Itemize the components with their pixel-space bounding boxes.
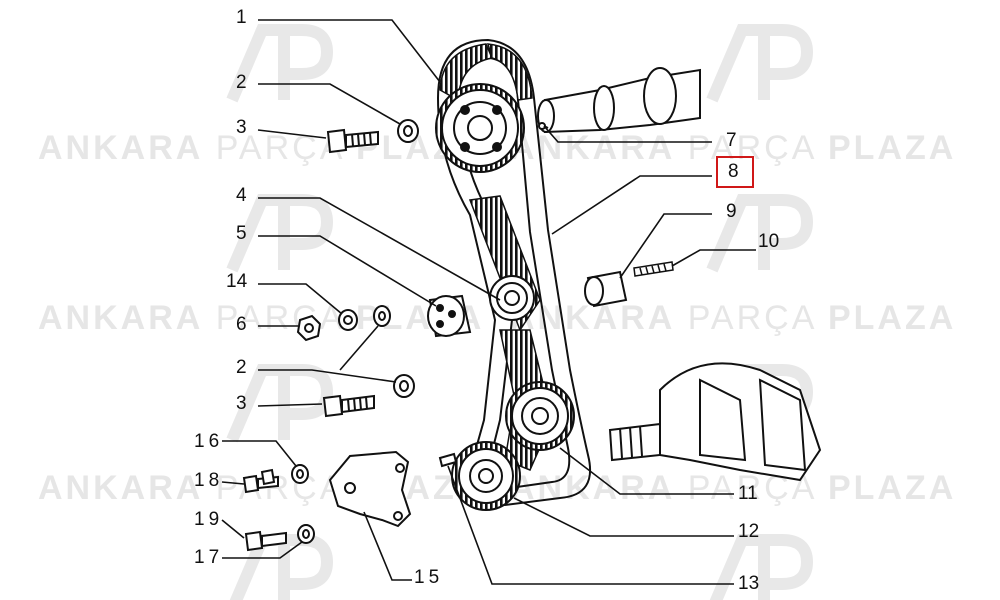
leader-line-4	[258, 197, 501, 301]
callout-13: 13	[738, 573, 760, 594]
callout-4: 4	[236, 185, 247, 206]
highlight-box	[716, 156, 754, 188]
watermark-word-ankara: ANKARA	[38, 469, 204, 507]
crankshaft-gear	[451, 441, 521, 511]
leader-line-2a	[258, 83, 401, 125]
leader-line-5	[258, 235, 437, 307]
callout-12: 12	[738, 521, 760, 542]
watermark-word-parca: PARÇA	[687, 129, 816, 167]
idler-pulley	[505, 381, 575, 451]
leader-line-10	[671, 249, 756, 267]
bolt	[322, 394, 375, 418]
washer	[338, 309, 358, 331]
watermark-word-ankara: ANKARA	[38, 299, 204, 337]
leader-line-12	[513, 497, 734, 537]
leader-line-13	[447, 465, 734, 585]
callout-16: 16	[194, 431, 224, 452]
callout-5: 5	[236, 223, 247, 244]
bolt	[244, 530, 287, 552]
washer	[373, 305, 391, 327]
callout-11: 11	[738, 483, 758, 504]
leader-line-2b-branch	[339, 325, 379, 371]
callout-6: 6	[236, 314, 247, 335]
watermark-row: ANKARA PARÇA PLAZA ANKARA PARÇA PLAZA	[0, 128, 1000, 178]
woodruff-key	[438, 452, 458, 468]
callout-17: 17	[194, 547, 224, 568]
washer	[297, 524, 315, 544]
leader-line-14	[258, 283, 343, 315]
camshaft-pulley	[435, 83, 525, 173]
tensioner-bracket	[328, 450, 412, 528]
callout-3: 3	[236, 117, 247, 138]
watermark-logo	[712, 30, 807, 100]
callout-7: 7	[726, 130, 737, 151]
nut	[296, 314, 322, 342]
leader-line-1	[258, 19, 441, 83]
callout-1: 1	[236, 7, 247, 28]
watermark-word-parca: PARÇA	[215, 129, 344, 167]
tensioner-roller	[427, 294, 472, 338]
callout-3: 3	[236, 393, 247, 414]
callout-2: 2	[236, 357, 247, 378]
leader-line-3b	[257, 403, 323, 407]
leader-line-2b	[258, 369, 397, 383]
leader-lines	[221, 19, 756, 585]
leader-line-16	[222, 440, 297, 467]
callout-14: 14	[226, 271, 248, 292]
callout-9: 9	[726, 201, 737, 222]
tensioner-spacer	[584, 270, 628, 308]
leader-line-11	[559, 447, 734, 495]
leader-line-19	[221, 519, 245, 539]
callout-18: 18	[194, 470, 224, 491]
camshaft	[537, 67, 701, 134]
washer	[397, 119, 419, 143]
leader-line-9	[619, 213, 712, 279]
callout-8: 8	[728, 161, 739, 182]
watermark-word-ankara: ANKARA	[38, 129, 204, 167]
leader-line-17	[222, 541, 303, 559]
watermark-word-parca: PARÇA	[687, 299, 816, 337]
watermark-word-parca: PARÇA	[215, 469, 344, 507]
leader-line-7	[543, 125, 712, 143]
leader-line-15	[363, 511, 412, 581]
crankshaft	[608, 362, 822, 482]
watermark-logo	[712, 540, 807, 600]
callout-15: 15	[414, 567, 444, 588]
watermark-text: ANKARA PARÇA PLAZA	[510, 128, 956, 168]
leader-line-3a	[257, 129, 327, 139]
watermark-word-plaza: PLAZA	[827, 129, 957, 167]
stud-bolt	[633, 261, 674, 277]
callout-10: 10	[758, 231, 780, 252]
washer	[393, 374, 415, 398]
bolt	[242, 468, 279, 494]
callout-19: 19	[194, 509, 224, 530]
bolt	[326, 128, 379, 154]
watermark-word-plaza: PLAZA	[827, 299, 957, 337]
leader-line-18	[221, 481, 245, 485]
washer	[291, 464, 309, 484]
callout-2: 2	[236, 72, 247, 93]
watermark-word-plaza: PLAZA	[827, 469, 957, 507]
watermark-logo	[232, 540, 327, 600]
leader-line-8	[551, 175, 712, 235]
